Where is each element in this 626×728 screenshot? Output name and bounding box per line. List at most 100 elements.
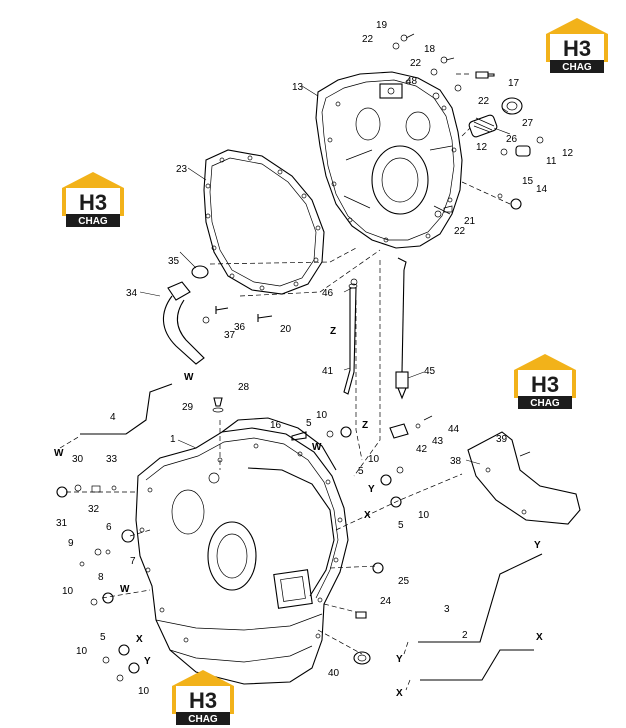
callout-45: 45: [424, 366, 436, 377]
svg-text:H3: H3: [531, 372, 559, 397]
callout-5: 5: [306, 418, 312, 429]
callout-22: 22: [410, 58, 422, 69]
callout-7: 7: [130, 556, 136, 567]
callout-22: 22: [478, 96, 490, 107]
transmission-housing: [135, 417, 349, 685]
callout-5: 5: [358, 466, 364, 477]
connection-y: Y: [396, 654, 403, 665]
callout-12: 12: [476, 142, 488, 153]
dipstick: [395, 257, 409, 400]
callout-44: 44: [448, 424, 460, 435]
watermark-logo: H3 CHAG: [514, 352, 576, 410]
watermark-logo: H3 CHAG: [546, 16, 608, 74]
callout-26: 26: [506, 134, 518, 145]
callout-25: 25: [398, 576, 410, 587]
connection-z: Z: [362, 420, 368, 431]
svg-text:CHAG: CHAG: [530, 398, 560, 409]
callout-40: 40: [328, 668, 340, 679]
callout-10: 10: [316, 410, 328, 421]
rear-cover-housing: [315, 71, 463, 249]
callout-33: 33: [106, 454, 118, 465]
callout-46: 46: [322, 288, 334, 299]
connection-x: X: [396, 688, 403, 699]
callout-42: 42: [416, 444, 428, 455]
suction-tube: [162, 265, 209, 365]
connection-x: X: [536, 632, 543, 643]
callout-22: 22: [362, 34, 374, 45]
callout-10: 10: [368, 454, 380, 465]
callout-2: 2: [462, 630, 468, 641]
alignment-lines: [59, 73, 511, 691]
callout-8: 8: [98, 572, 104, 583]
callout-13: 13: [292, 82, 304, 93]
connection-y: Y: [368, 484, 375, 495]
callout-4: 4: [110, 412, 116, 423]
callout-28: 28: [238, 382, 250, 393]
callout-29: 29: [182, 402, 194, 413]
connection-y: Y: [144, 656, 151, 667]
svg-text:CHAG: CHAG: [188, 714, 218, 725]
callout-5: 5: [398, 520, 404, 531]
callout-21: 21: [464, 216, 476, 227]
callout-6: 6: [106, 522, 112, 533]
callout-15: 15: [522, 176, 534, 187]
callout-9: 9: [68, 538, 74, 549]
callout-34: 34: [126, 288, 138, 299]
callout-10: 10: [62, 586, 74, 597]
callout-3: 3: [444, 604, 450, 615]
callout-10: 10: [138, 686, 150, 697]
callout-24: 24: [380, 596, 392, 607]
connection-z: Z: [330, 326, 336, 337]
callout-17: 17: [508, 78, 520, 89]
connection-w: W: [184, 372, 194, 383]
watermark-logo: H3 CHAG: [62, 170, 124, 228]
callout-27: 27: [522, 118, 534, 129]
callout-35: 35: [168, 256, 180, 267]
callout-43: 43: [432, 436, 444, 447]
callout-36: 36: [234, 322, 246, 333]
callout-22: 22: [454, 226, 466, 237]
small-fittings: [56, 33, 544, 682]
callout-30: 30: [72, 454, 84, 465]
callout-10: 10: [418, 510, 430, 521]
callout-19: 19: [376, 20, 388, 31]
svg-text:CHAG: CHAG: [562, 62, 592, 73]
callout-39: 39: [496, 434, 508, 445]
callout-32: 32: [88, 504, 100, 515]
watermark-logo: H3 CHAG: [172, 668, 234, 726]
connection-letters: W W W W Z Z Y Y Y Y X X X X: [54, 326, 543, 699]
connection-x: X: [364, 510, 371, 521]
callout-23: 23: [176, 164, 188, 175]
svg-text:H3: H3: [79, 190, 107, 215]
connection-y: Y: [534, 540, 541, 551]
callout-18: 18: [424, 44, 436, 55]
callout-16: 16: [270, 420, 282, 431]
shift-rods: [418, 553, 543, 681]
connection-w: W: [54, 448, 64, 459]
callout-11: 11: [546, 156, 557, 167]
callout-12: 12: [562, 148, 574, 159]
svg-text:CHAG: CHAG: [78, 216, 108, 227]
callout-31: 31: [56, 518, 68, 529]
callout-37: 37: [224, 330, 236, 341]
part-callouts: 19 22 18 22 48 17 13 22 27 26 12 12 11 2…: [56, 20, 574, 697]
callout-5: 5: [100, 632, 106, 643]
connection-w: W: [120, 584, 130, 595]
callout-20: 20: [280, 324, 292, 335]
gasket: [203, 149, 325, 295]
leader-lines: [139, 85, 511, 465]
svg-text:H3: H3: [189, 688, 217, 713]
callout-10: 10: [76, 646, 88, 657]
oil-tube: [80, 383, 173, 435]
callout-48: 48: [406, 76, 418, 87]
callout-14: 14: [536, 184, 548, 195]
svg-text:H3: H3: [563, 36, 591, 61]
callout-1: 1: [170, 434, 176, 445]
dipstick-tube: [343, 283, 358, 395]
guard-plate: [467, 431, 581, 525]
connection-w: W: [312, 442, 322, 453]
callout-38: 38: [450, 456, 462, 467]
connection-x: X: [136, 634, 143, 645]
callout-41: 41: [322, 366, 334, 377]
